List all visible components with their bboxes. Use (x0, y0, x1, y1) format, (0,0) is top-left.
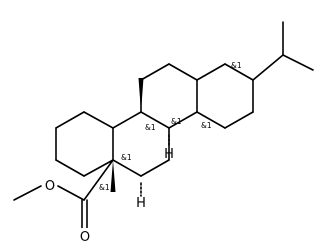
ring-a-bonds (55, 111, 114, 177)
bond (55, 111, 85, 129)
bond (168, 111, 198, 129)
bond (83, 111, 114, 129)
isopropyl-group (252, 21, 314, 81)
ring-c-bonds (140, 63, 198, 129)
ring-d-bonds (196, 63, 254, 129)
bond (57, 185, 85, 201)
hydrogen-label-lower: H (136, 196, 146, 211)
bond (140, 159, 170, 177)
carbonyl-oxygen-label: O (80, 230, 90, 245)
bond (13, 185, 42, 201)
ester-group (13, 159, 114, 229)
bond (112, 111, 142, 129)
methyl-wedge-bond (138, 78, 144, 112)
bond (224, 63, 254, 81)
bond (140, 63, 170, 81)
bond (83, 159, 114, 177)
hydrogen-label-upper: H (164, 147, 174, 162)
ester-oxygen-label: O (45, 179, 55, 194)
bond (83, 159, 114, 201)
bond (196, 111, 226, 129)
stereo-tag: &1 (145, 123, 156, 132)
bond (55, 159, 85, 177)
bond (168, 63, 198, 81)
ring-b-bonds (112, 111, 170, 177)
stereo-labels: &1 &1 &1 &1 &1 &1 (99, 61, 242, 192)
bond (252, 54, 284, 81)
atom-labels: O O H H (42, 147, 174, 245)
atom-label-bg (42, 177, 57, 193)
stereo-tag: &1 (201, 121, 212, 130)
bond (196, 63, 226, 81)
stereo-tag: &1 (231, 61, 242, 70)
stereo-tag: &1 (171, 117, 182, 126)
stereo-tag: &1 (121, 153, 132, 162)
bond (282, 54, 314, 71)
atom-label-bg (77, 228, 92, 244)
stereo-tag: &1 (99, 183, 110, 192)
bond (224, 111, 254, 129)
bond (140, 111, 170, 129)
bond (112, 159, 142, 177)
c1-methyl-wedge-bond (110, 160, 116, 192)
